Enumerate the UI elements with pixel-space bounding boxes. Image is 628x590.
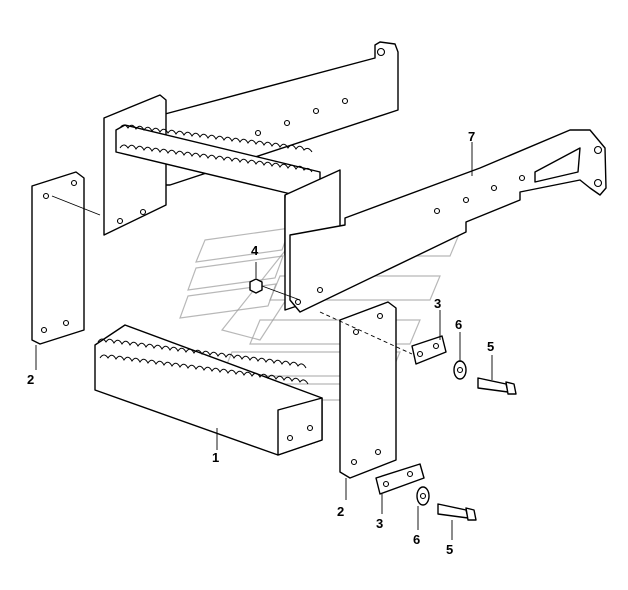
lower-step-tread bbox=[94, 324, 323, 456]
right-bracket-7 bbox=[289, 129, 607, 313]
callout-5-top: 5 bbox=[487, 339, 494, 354]
left-mounting-plate bbox=[31, 171, 101, 345]
callout-leaders bbox=[35, 142, 493, 540]
callout-6-bottom: 6 bbox=[413, 532, 420, 547]
callout-3-bottom: 3 bbox=[376, 516, 383, 531]
callout-6-top: 6 bbox=[455, 317, 462, 332]
callout-7: 7 bbox=[468, 129, 475, 144]
callout-2-left: 2 bbox=[27, 372, 34, 387]
callout-3-top: 3 bbox=[434, 296, 441, 311]
callout-4: 4 bbox=[251, 243, 259, 258]
upper-step-tread bbox=[103, 94, 341, 311]
right-mounting-plate bbox=[339, 301, 397, 479]
lower-fastener-set bbox=[375, 463, 477, 521]
callout-2-bottom: 2 bbox=[337, 504, 344, 519]
callout-1: 1 bbox=[212, 450, 219, 465]
callout-5-bottom: 5 bbox=[446, 542, 453, 557]
nut-4 bbox=[249, 278, 301, 301]
callout-labels: 1 2 2 3 3 4 5 5 6 6 7 bbox=[27, 129, 494, 557]
upper-fastener-set bbox=[319, 311, 517, 395]
